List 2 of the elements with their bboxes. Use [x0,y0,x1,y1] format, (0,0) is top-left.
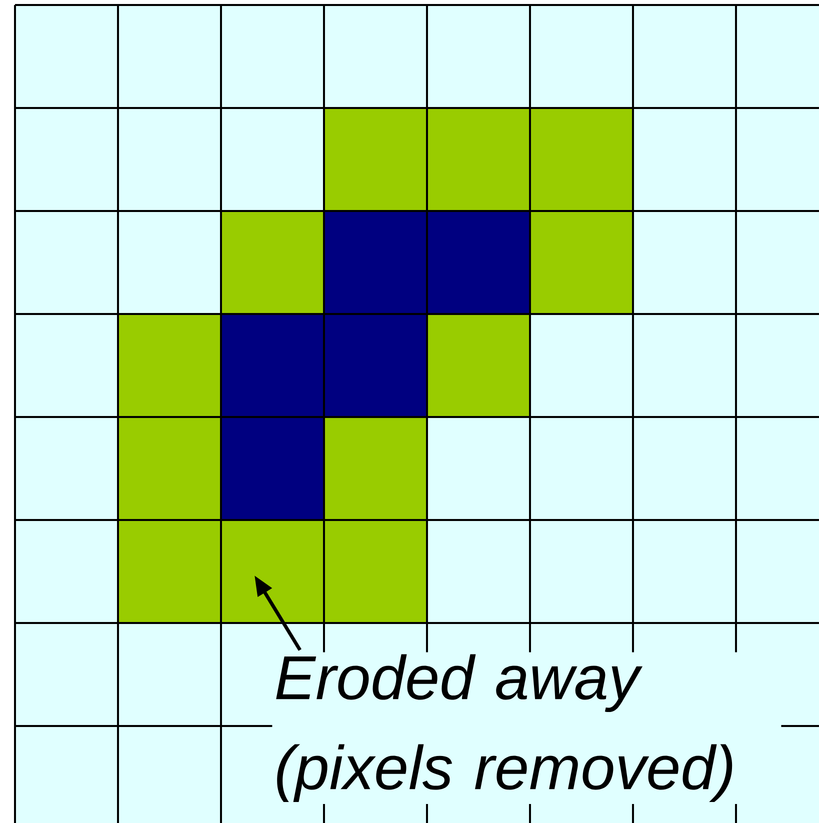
pixel-cell [220,519,325,624]
annotation-text: Eroded away (pixels removed) [272,652,782,804]
